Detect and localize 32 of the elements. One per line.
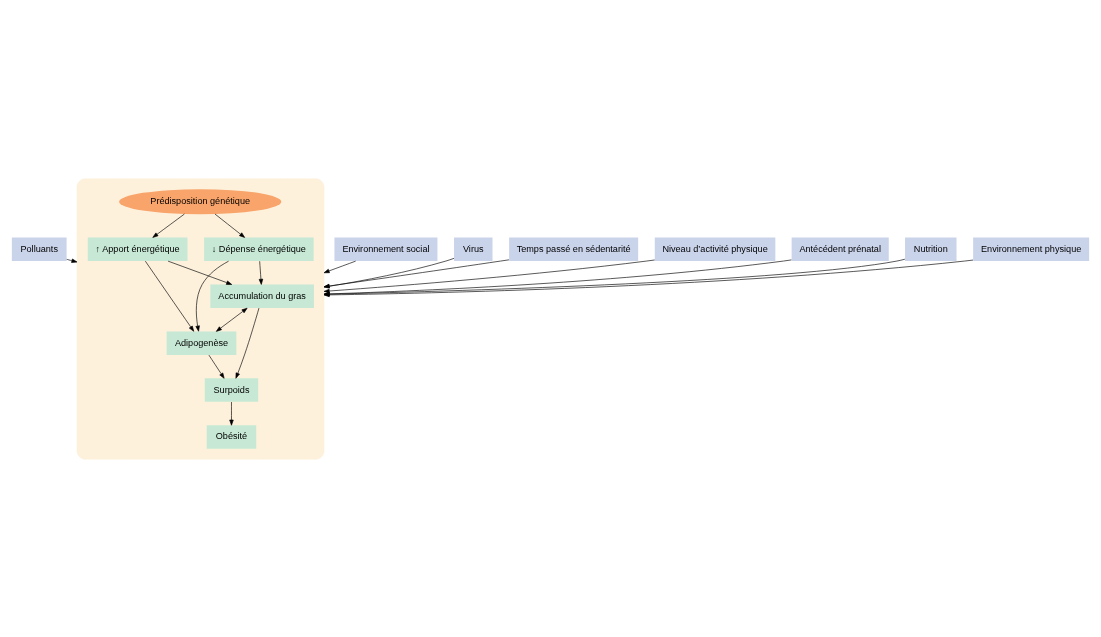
node-box: Niveau d’activité physique <box>654 237 776 261</box>
node-box: Environnement physique <box>973 237 1090 261</box>
node-box: Temps passé en sédentarité <box>509 237 639 261</box>
node-box: ↑ Apport énergétique <box>87 237 188 261</box>
arrow <box>323 260 356 273</box>
arrow <box>167 260 233 285</box>
arrow <box>258 260 264 285</box>
arrow <box>235 307 260 379</box>
arrow <box>152 213 185 238</box>
arrow <box>229 401 234 426</box>
node-box: Antécédent prénatal <box>791 237 889 261</box>
arrow <box>195 260 229 332</box>
node-ellipse: Prédisposition génétique <box>119 188 282 214</box>
node-box: Virus <box>454 237 493 261</box>
node-box: Nutrition <box>905 237 957 261</box>
arrow <box>323 259 655 293</box>
node-box: Accumulation du gras <box>210 284 314 308</box>
arrow <box>214 213 245 238</box>
arrow <box>323 257 455 288</box>
arrow <box>66 258 78 263</box>
arrow <box>145 260 195 332</box>
node-box: Adipogenèse <box>166 330 237 355</box>
node-box: Surpoids <box>204 377 259 402</box>
node-box: Obésité <box>206 424 257 449</box>
node-box: Environnement social <box>334 237 438 261</box>
cluster <box>76 178 325 459</box>
arrow <box>208 354 225 379</box>
arrow <box>323 259 792 296</box>
arrow <box>323 259 510 288</box>
node-box: ↓ Dépense énergétique <box>204 237 314 261</box>
node-box: Polluants <box>11 237 67 261</box>
arrow <box>216 307 248 332</box>
